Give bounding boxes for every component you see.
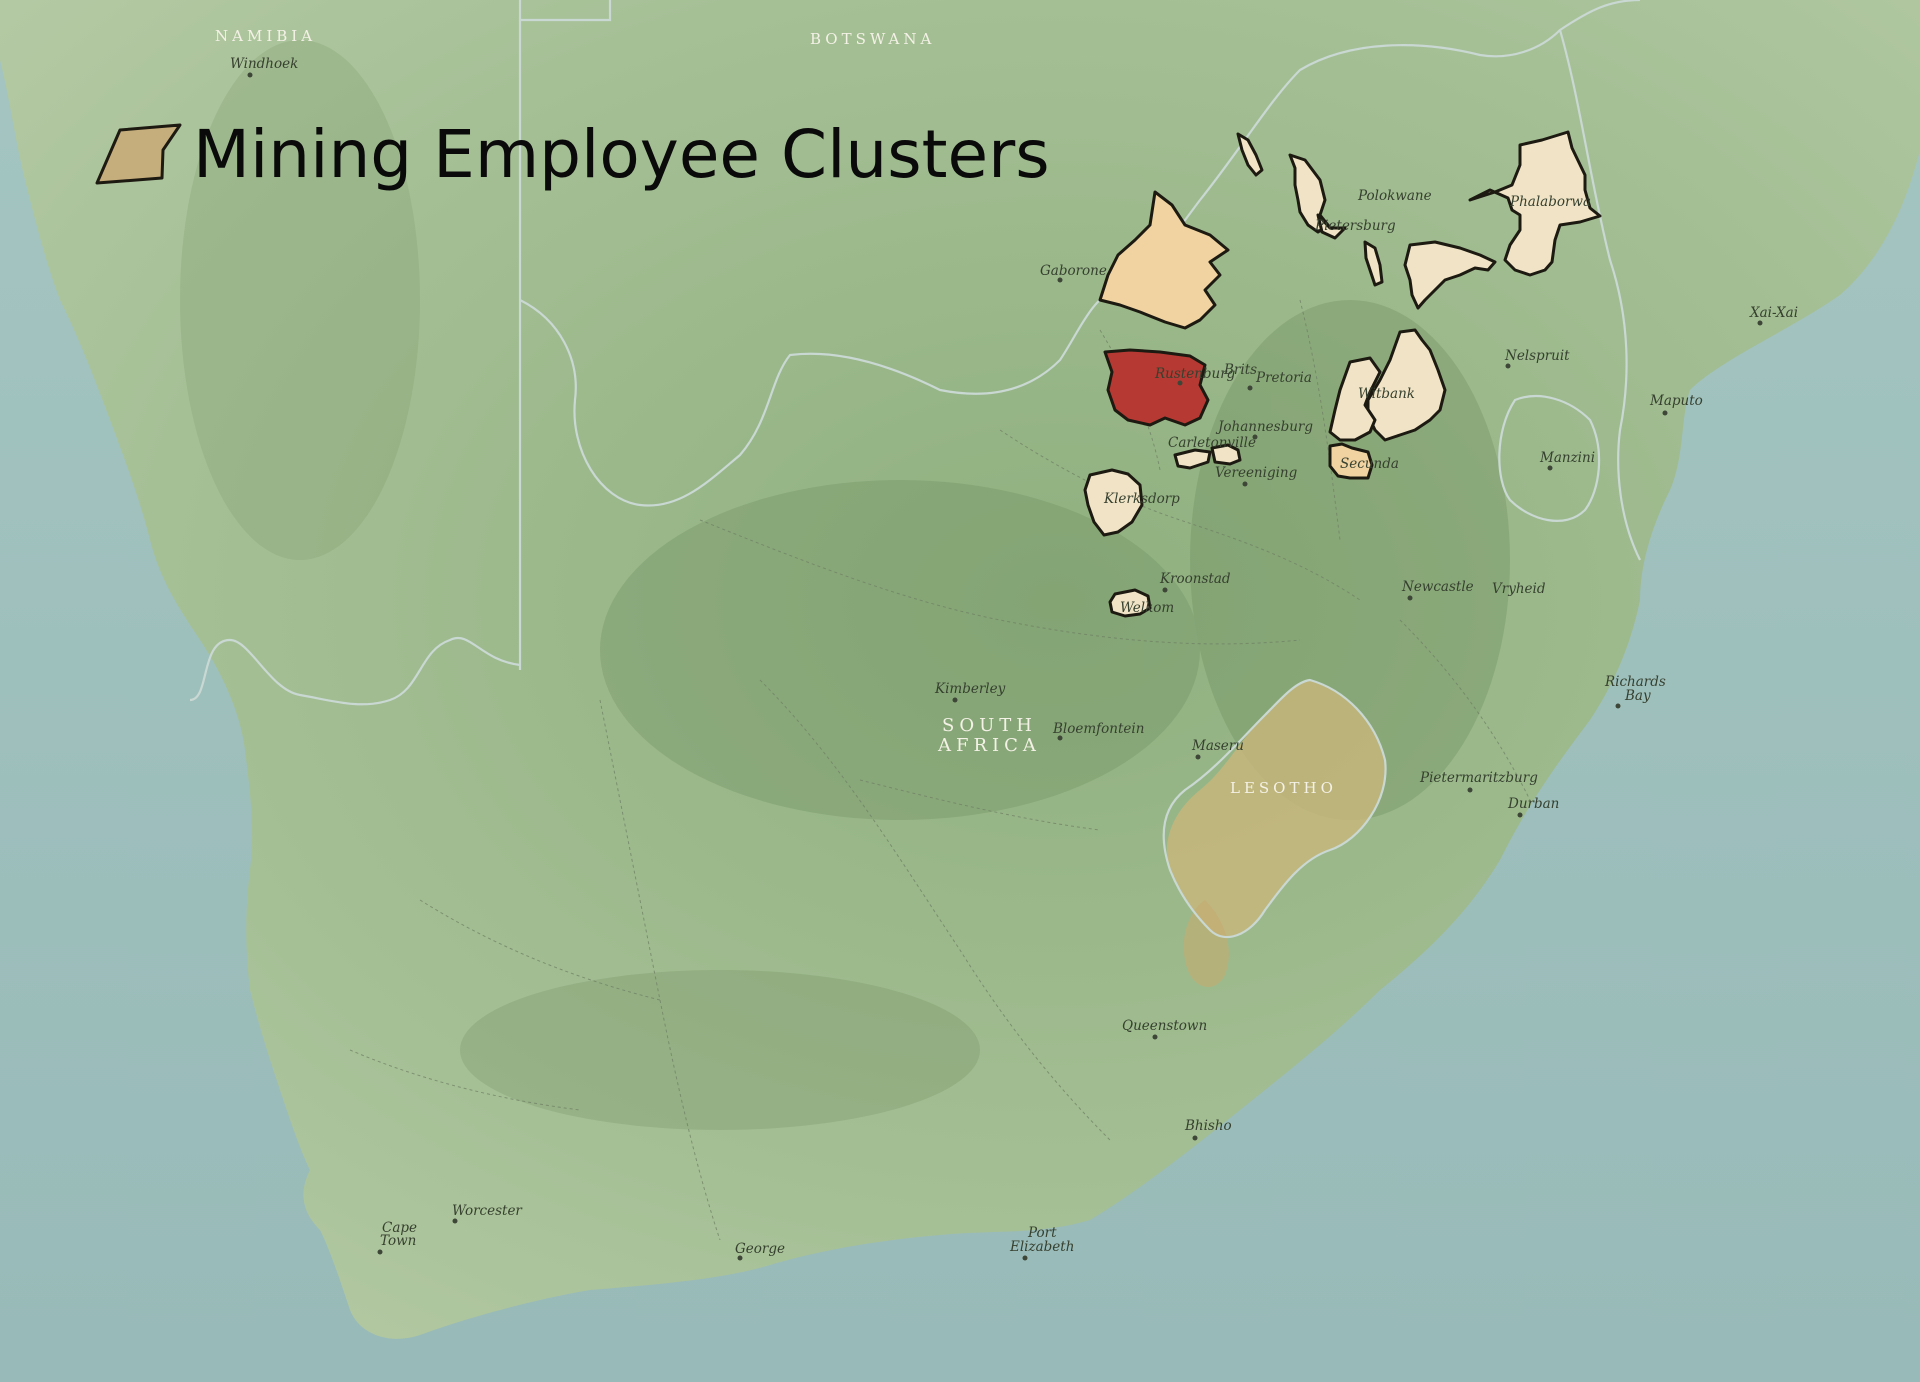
city-label-pretoria: Pretoria: [1255, 370, 1312, 386]
city-label-cape-town-line1: Cape: [382, 1220, 417, 1236]
city-label-gaborone: Gaborone: [1040, 263, 1107, 279]
country-label-south-africa-line2: AFRICA: [937, 735, 1041, 756]
city-label-nelspruit: Nelspruit: [1504, 348, 1570, 364]
city-label-queenstown: Queenstown: [1122, 1018, 1207, 1034]
cluster-phalaborwa[interactable]: [1468, 130, 1602, 277]
map-legend: Mining Employee Clusters: [95, 116, 1050, 193]
cluster-westonaria[interactable]: [1210, 443, 1242, 466]
city-label-cape-town-line2: Town: [380, 1233, 416, 1249]
city-label-klerksdorp: Klerksdorp: [1103, 491, 1180, 507]
terrain-relief: [180, 40, 1510, 1130]
drakensberg-relief: [1183, 900, 1229, 987]
city-label-manzini: Manzini: [1539, 450, 1595, 466]
city-label-kimberley: Kimberley: [934, 681, 1006, 697]
city-label-kroonstad: Kroonstad: [1159, 571, 1231, 587]
cluster-mokopane[interactable]: [1288, 153, 1330, 234]
city-label-durban: Durban: [1507, 796, 1559, 812]
lesotho-relief: [1166, 680, 1386, 938]
country-label-botswana: BOTSWANA: [810, 30, 935, 48]
cluster-secunda[interactable]: [1328, 442, 1374, 480]
country-borders: [189, 0, 1641, 939]
city-label-witbank: Witbank: [1358, 386, 1415, 402]
cluster-gaborone[interactable]: [1098, 190, 1230, 330]
polygon-swatch-icon: [95, 123, 182, 185]
city-label-george: George: [735, 1241, 785, 1257]
legend-title: Mining Employee Clusters: [193, 116, 1050, 193]
city-label-port-elizabeth-line2: Elizabeth: [1009, 1239, 1074, 1255]
city-label-maputo: Maputo: [1649, 393, 1703, 409]
country-label-namibia: NAMIBIA: [215, 27, 316, 45]
land-mass: [0, 0, 1920, 1339]
cluster-welkom[interactable]: [1108, 588, 1152, 618]
city-markers: [247, 72, 1763, 1261]
city-label-secunda: Secunda: [1340, 456, 1399, 472]
country-label-lesotho: LESOTHO: [1230, 779, 1337, 797]
city-label-johannesburg: Johannesburg: [1215, 419, 1313, 435]
city-label-richards-bay-line1: Richards: [1604, 674, 1666, 690]
city-label-polokwane: Polokwane: [1357, 188, 1432, 204]
city-label-pietermaritzburg: Pietermaritzburg: [1419, 770, 1538, 786]
city-label-phalaborwa: Phalaborwa: [1509, 194, 1591, 210]
city-label-windhoek: Windhoek: [230, 56, 298, 72]
cluster-rustenburg[interactable]: [1103, 348, 1210, 427]
city-label-maseru: Maseru: [1191, 738, 1244, 754]
city-label-brits: Brits: [1223, 362, 1257, 378]
cluster-witbank[interactable]: [1366, 328, 1447, 442]
city-label-rustenburg: Rustenburg: [1154, 366, 1236, 382]
city-label-worcester: Worcester: [452, 1203, 523, 1219]
cluster-carletonville[interactable]: [1173, 448, 1212, 470]
city-labels: Windhoek Gaborone Polokwane Pietersburg …: [230, 56, 1798, 1257]
city-label-vryheid: Vryheid: [1492, 581, 1546, 597]
city-label-bloemfontein: Bloemfontein: [1052, 721, 1144, 737]
city-label-pietersburg: Pietersburg: [1314, 218, 1396, 234]
city-label-vereeniging: Vereeniging: [1215, 465, 1298, 481]
cluster-small-central[interactable]: [1363, 240, 1384, 287]
cluster-polokwane-north[interactable]: [1316, 213, 1347, 240]
cluster-middelburg[interactable]: [1328, 356, 1382, 442]
country-label-south-africa-line1: SOUTH: [942, 715, 1037, 736]
city-label-welkom: Welkom: [1120, 600, 1174, 616]
province-boundaries: [349, 299, 1531, 1241]
cluster-thabazimbi[interactable]: [1236, 132, 1264, 177]
city-label-carletonville: Carletonville: [1168, 435, 1256, 451]
city-label-xai-xai: Xai-Xai: [1749, 305, 1798, 321]
cluster-klerksdorp[interactable]: [1083, 468, 1144, 537]
cluster-burgersfort[interactable]: [1403, 240, 1497, 310]
mining-clusters: [1083, 130, 1602, 618]
city-label-newcastle: Newcastle: [1401, 579, 1474, 595]
city-label-richards-bay-line2: Bay: [1624, 688, 1651, 704]
country-labels: NAMIBIA BOTSWANA SOUTH AFRICA LESOTHO: [215, 27, 1337, 797]
city-label-bhisho: Bhisho: [1184, 1118, 1232, 1134]
city-label-port-elizabeth-line1: Port: [1027, 1225, 1057, 1241]
